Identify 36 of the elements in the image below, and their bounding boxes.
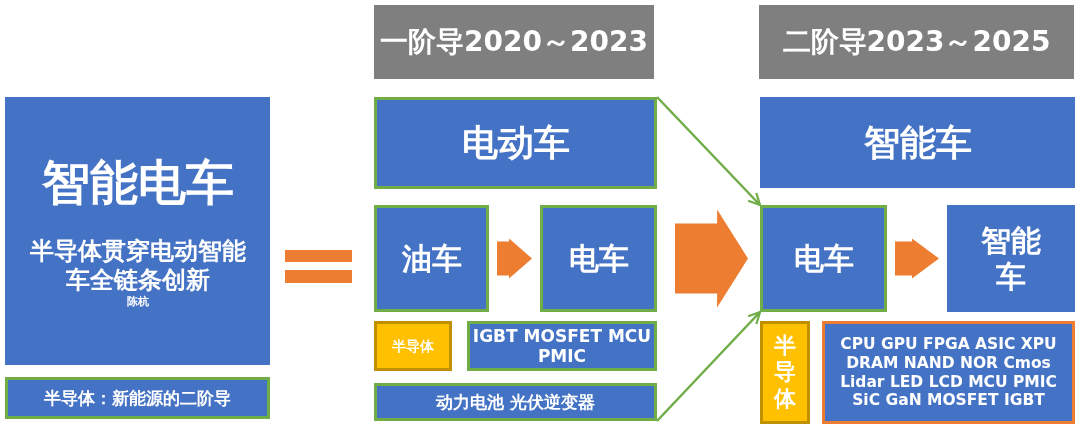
box-label: 一阶导2020～2023 (380, 25, 648, 59)
box-label: 电动车 (461, 121, 570, 165)
process-box (5, 377, 270, 419)
category-box (374, 321, 452, 371)
arrow (656, 96, 762, 207)
box-label: 智能车 (863, 120, 972, 165)
box-label: 二阶导2023～2025 (782, 25, 1051, 59)
process-box (374, 205, 489, 312)
stage-header (759, 5, 1074, 79)
block-arrow (675, 209, 748, 308)
box-label: CPU GPU FPGA ASIC XPU DRAM NAND NOR Cmos Lidar LED LCD MCU PMIC SiC GaN MOSFET IGBT (839, 335, 1058, 410)
author-text: 陈杭 (126, 295, 149, 309)
category-box (760, 321, 810, 424)
box-label: 智能车 (981, 222, 1041, 295)
process-box (760, 205, 887, 312)
title-box (5, 97, 270, 365)
process-box (947, 205, 1075, 312)
box-label: 半导体 (774, 332, 796, 413)
title-text: 智能电车 (41, 153, 234, 212)
box-label: 电车 (568, 240, 629, 277)
arrow (656, 310, 762, 422)
process-box (822, 321, 1075, 424)
box-label: 油车 (401, 240, 462, 277)
box-label: 半导体 (392, 337, 434, 355)
process-box (540, 205, 657, 312)
process-box (760, 97, 1075, 188)
subtitle-text: 半导体贯穿电动智能车全链条创新 (28, 237, 247, 295)
box-label: 半导体：新能源的二阶导 (44, 387, 231, 409)
stage-header (374, 5, 654, 79)
block-arrow (497, 238, 532, 279)
box-label: 电车 (793, 240, 854, 277)
block-arrow (895, 238, 939, 279)
box-label: 动力电池 光伏逆变器 (436, 391, 595, 413)
box-label: IGBT MOSFET MCU PMIC (471, 325, 653, 367)
process-box (374, 97, 657, 189)
process-box (374, 383, 657, 421)
